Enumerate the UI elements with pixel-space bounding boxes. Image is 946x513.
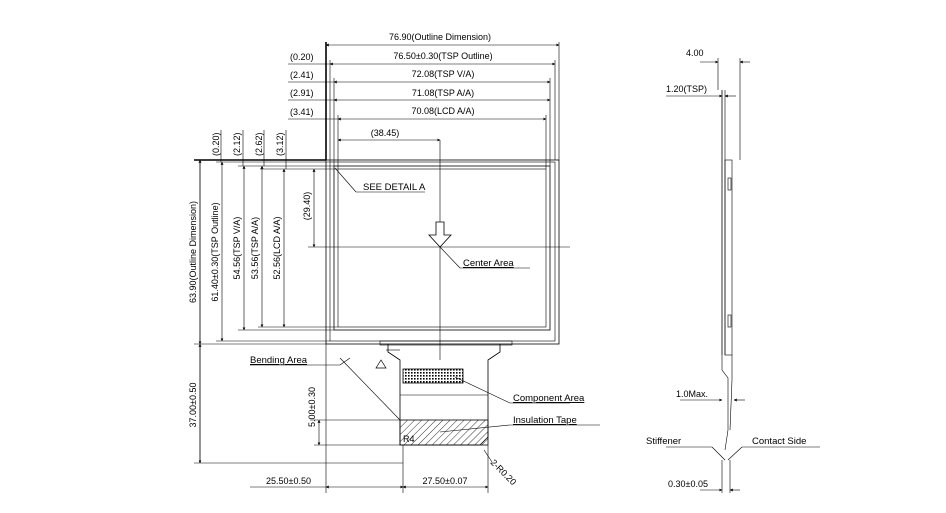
- dim-outline-height: 63.90(Outline Dimension): [188, 201, 198, 303]
- label-stiffener: Stiffener: [646, 436, 681, 447]
- dim-outline-width: 76.90(Outline Dimension): [389, 32, 491, 42]
- warning-triangle-icon: [375, 359, 387, 369]
- dim-center-x: (38.45): [371, 128, 400, 138]
- label-insulation-tape: Insulation Tape: [513, 415, 577, 426]
- lcd-aa-rect: [337, 168, 547, 328]
- front-view: 76.90(Outline Dimension) 76.50±0.30(TSP …: [188, 32, 600, 493]
- dim-tail-height: 37.00±0.50: [188, 383, 198, 428]
- dim-tsp-outline-width: 76.50±0.30(TSP Outline): [393, 51, 492, 61]
- label-bending-area: Bending Area: [250, 355, 308, 366]
- dim-tsp-aa-width: 71.08(TSP A/A): [412, 88, 474, 98]
- dim-lcd-aa-height: 52.56(LCD A/A): [272, 216, 282, 279]
- offset-left-1: (0.20): [290, 52, 314, 62]
- label-component-area: Component Area: [513, 393, 585, 404]
- component-area: [402, 368, 464, 384]
- offset-left-2: (2.41): [290, 70, 314, 80]
- label-center-area: Center Area: [463, 258, 514, 269]
- side-bottom: 0.30±0.05: [668, 479, 708, 489]
- tsp-va-rect: [333, 165, 551, 331]
- center-arrow-icon: [428, 221, 452, 248]
- dim-tail-left: 25.50±0.50: [266, 476, 311, 486]
- offset-left-4: (3.41): [290, 107, 314, 117]
- dim-lcd-aa-width: 70.08(LCD A/A): [411, 106, 474, 116]
- label-contact-side: Contact Side: [752, 436, 806, 447]
- offset-left-3: (2.91): [290, 88, 314, 98]
- dim-tsp-va-height: 54.56(TSP V/A): [232, 217, 242, 280]
- dim-tail-width: 27.50±0.07: [423, 476, 468, 486]
- label-see-detail: SEE DETAIL A: [363, 182, 426, 193]
- dim-tsp-outline-height: 61.40±0.30(TSP Outline): [210, 202, 220, 301]
- offset-top-1: (0.20): [211, 132, 221, 156]
- offset-top-2: (2.12): [232, 132, 242, 156]
- label-small-mark: R4: [403, 434, 415, 444]
- side-view: 4.00 1.20(TSP) 1.0Max. Stiffener Contact…: [646, 48, 820, 493]
- outline-rect: [325, 159, 560, 345]
- insulation-area: [399, 419, 489, 446]
- offset-top-3: (2.62): [254, 132, 264, 156]
- dim-center-y: (29.40): [302, 192, 312, 221]
- side-tsp: 1.20(TSP): [666, 84, 707, 94]
- side-thickness: 4.00: [686, 48, 704, 58]
- offset-top-4: (3.12): [275, 132, 285, 156]
- dim-tsp-va-width: 72.08(TSP V/A): [412, 69, 475, 79]
- dim-tail-sub: 5.00±0.30: [307, 387, 317, 427]
- dim-tsp-aa-height: 53.56(TSP A/A): [250, 217, 260, 279]
- side-max: 1.0Max.: [676, 389, 708, 399]
- dim-tail-radius: 2-R0.20: [489, 457, 519, 487]
